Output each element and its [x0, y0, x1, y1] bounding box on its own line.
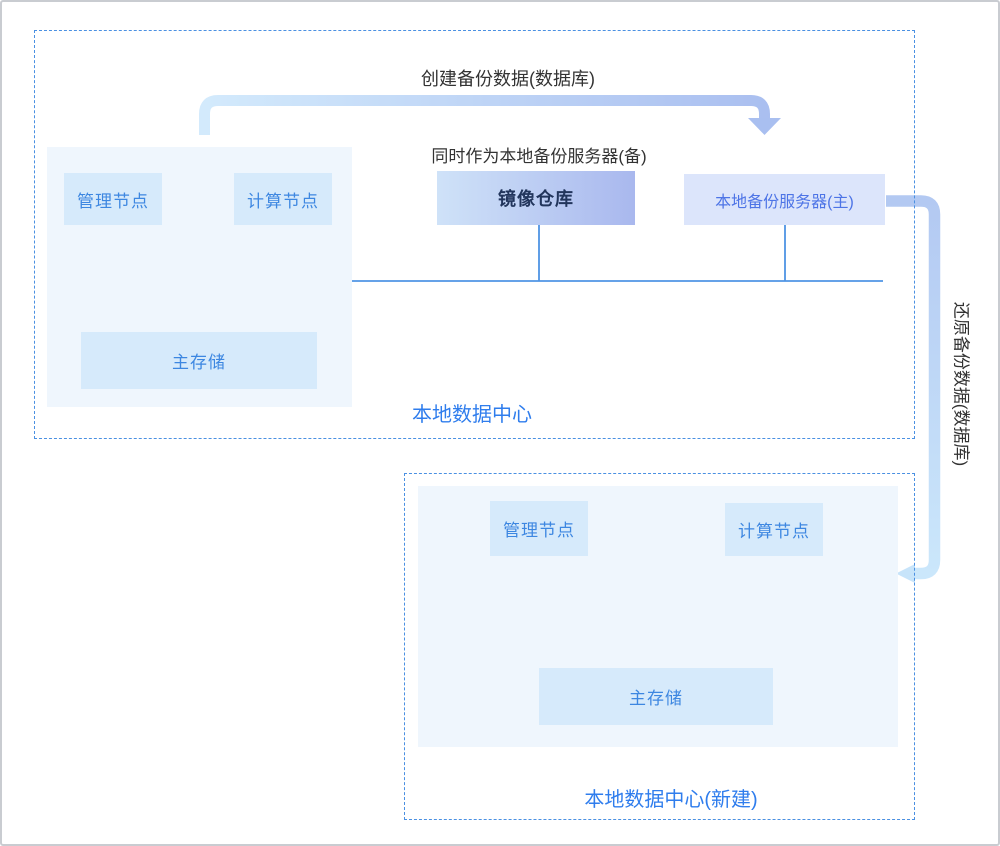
restore-backup-annotation-text: 还原备份数据(数据库) [951, 301, 971, 467]
node-mirror-repository: 镜像仓库 [437, 171, 635, 225]
datacenter-top-label: 本地数据中心 [362, 398, 582, 427]
node-backup-server-primary: 本地备份服务器(主) [684, 174, 885, 225]
node-compute-top: 计算节点 [234, 173, 332, 225]
datacenter-bottom-boundary [404, 473, 915, 820]
node-management-bottom: 管理节点 [490, 501, 588, 556]
node-management-top: 管理节点 [64, 173, 162, 225]
node-management-bottom-label: 管理节点 [503, 521, 575, 540]
datacenter-bottom-label-text: 本地数据中心(新建) [584, 789, 758, 811]
node-management-top-label: 管理节点 [77, 191, 149, 211]
create-backup-annotation: 创建备份数据(数据库) [358, 65, 658, 91]
node-compute-bottom-label: 计算节点 [738, 522, 810, 541]
node-storage-top: 主存储 [81, 332, 317, 389]
node-compute-bottom: 计算节点 [725, 503, 823, 556]
node-backup-server-primary-label: 本地备份服务器(主) [715, 193, 854, 211]
node-storage-top-label: 主存储 [172, 353, 226, 372]
dual-role-annotation-text: 同时作为本地备份服务器(备) [431, 147, 647, 166]
node-storage-bottom: 主存储 [539, 668, 773, 725]
node-mirror-repository-label: 镜像仓库 [498, 189, 574, 209]
node-compute-top-label: 计算节点 [247, 191, 319, 211]
node-storage-bottom-label: 主存储 [629, 689, 683, 708]
create-backup-annotation-text: 创建备份数据(数据库) [421, 69, 595, 89]
datacenter-bottom-label: 本地数据中心(新建) [551, 783, 791, 812]
dual-role-annotation: 同时作为本地备份服务器(备) [389, 142, 689, 167]
datacenter-top-label-text: 本地数据中心 [412, 404, 532, 426]
restore-backup-annotation: 还原备份数据(数据库) [951, 294, 976, 475]
datacenter-top-boundary [34, 30, 915, 439]
